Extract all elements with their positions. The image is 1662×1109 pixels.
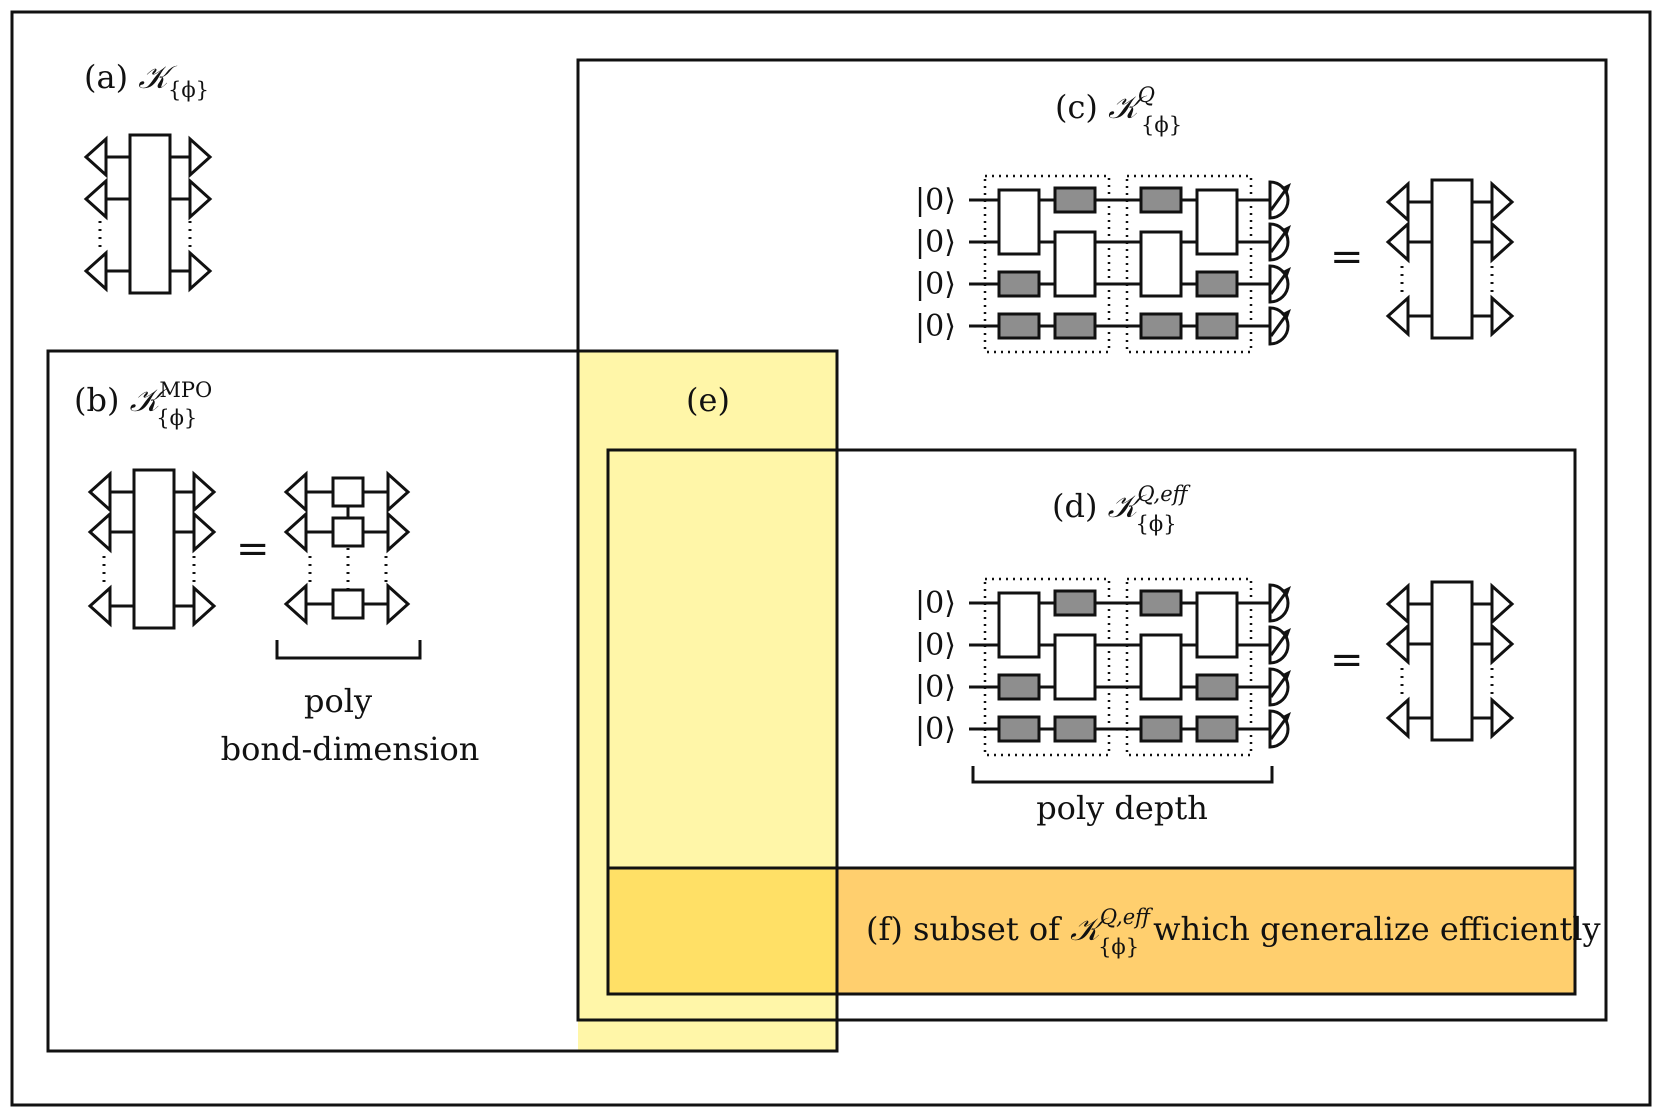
panel-d-label: (d) 𝒦Q,eff{ϕ}: [1052, 482, 1191, 536]
set-b-frame: [46, 349, 839, 1053]
depth-caption: poly depth: [1036, 789, 1208, 827]
svg-text:|0⟩: |0⟩: [915, 712, 956, 747]
equals-b: =: [236, 526, 270, 572]
panel-e-label: (e): [686, 381, 730, 419]
svg-text:|0⟩: |0⟩: [915, 267, 956, 302]
set-d-frame: [606, 448, 1577, 996]
svg-text:|0⟩: |0⟩: [915, 225, 956, 260]
measurement-icon: [1268, 180, 1291, 220]
circuit-d: |0⟩ |0⟩ |0⟩ |0⟩: [915, 577, 1291, 757]
region-overlap-fill: [608, 868, 837, 994]
measurement-icon: [1268, 625, 1291, 665]
measurement-icon: [1268, 264, 1291, 304]
set-c-frame: [576, 58, 1608, 1022]
operator-d: [1385, 580, 1515, 742]
svg-text:|0⟩: |0⟩: [915, 586, 956, 621]
operator-a: [83, 133, 213, 295]
panel-a-label: (a) 𝒦{ϕ}: [84, 58, 209, 102]
svg-text:|0⟩: |0⟩: [915, 628, 956, 663]
measurement-icon: [1268, 222, 1291, 262]
svg-text:|0⟩: |0⟩: [915, 309, 956, 344]
measurement-icon: [1268, 583, 1291, 623]
depth-brace: [971, 766, 1274, 784]
panel-b-label: (b) 𝒦MPO{ϕ}: [74, 378, 212, 430]
circuit-c: |0⟩ |0⟩ |0⟩ |0⟩: [915, 174, 1291, 354]
panel-f-label: (f) subset of 𝒦Q,eff{ϕ}which generalize …: [866, 905, 1601, 959]
mpo-caption-line2: bond-dimension: [221, 730, 480, 768]
mpo-brace: [275, 640, 422, 660]
operator-b: [87, 468, 217, 630]
operator-c: [1385, 178, 1515, 340]
svg-text:|0⟩: |0⟩: [915, 183, 956, 218]
measurement-icon: [1268, 306, 1291, 346]
equals-d: =: [1330, 637, 1364, 683]
outer-frame: [10, 10, 1652, 1107]
measurement-icon: [1268, 709, 1291, 749]
mpo-chain: [283, 470, 411, 626]
measurement-icon: [1268, 667, 1291, 707]
mpo-caption-line1: poly: [304, 682, 372, 720]
svg-text:|0⟩: |0⟩: [915, 670, 956, 705]
equals-c: =: [1330, 234, 1364, 280]
panel-c-label: (c) 𝒦Q{ϕ}: [1055, 83, 1182, 137]
